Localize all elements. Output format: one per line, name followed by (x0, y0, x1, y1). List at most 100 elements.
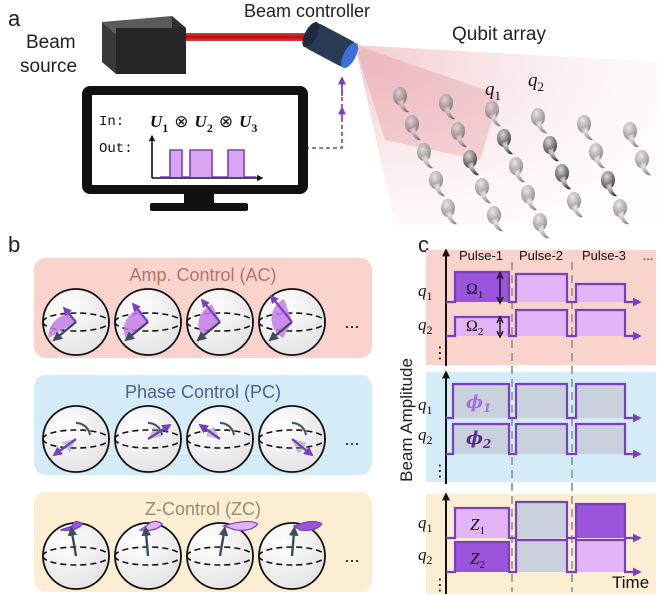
qubit-blob (577, 115, 593, 141)
control-signal-line (305, 80, 343, 149)
phi1-label: ϕ1 (466, 392, 491, 415)
qubit-label: q2 (418, 425, 433, 447)
qubit-array (393, 87, 651, 239)
pulse-trace (446, 270, 642, 307)
bloch-sphere (186, 405, 254, 473)
beam-source-label-line1: Beam (26, 32, 76, 53)
row-title: Amp. Control (AC) (129, 265, 276, 285)
bloch-sphere (186, 520, 259, 590)
pulse-trace (446, 308, 642, 341)
qubit-blob (543, 136, 559, 162)
qubit-blob (601, 171, 617, 197)
pulse (455, 508, 509, 538)
beam-source-box (102, 16, 186, 74)
pulse (576, 284, 625, 302)
qubit-label: q2 (418, 545, 433, 567)
pulse-header: Pulse-2 (519, 248, 563, 263)
laser-beam (186, 33, 314, 41)
pulse (576, 424, 625, 454)
pulse (455, 317, 509, 336)
qubit-blob (451, 122, 467, 148)
qubit-label: q1 (418, 281, 433, 303)
pulse (516, 274, 567, 302)
panel-b: b Amp. Control (AC)...Phase Control (PC)… (8, 232, 372, 592)
qubit-label: q1 (418, 395, 433, 417)
beam-controller (302, 22, 359, 69)
monitor-output-plot (148, 134, 264, 182)
pulse (576, 504, 625, 538)
bloch-sphere (114, 405, 182, 473)
vertical-ellipsis: ⋮ (432, 461, 448, 480)
qubit-blob (475, 178, 491, 204)
z2-label: Z2 (470, 549, 485, 571)
monitor (82, 86, 308, 211)
pulse (453, 424, 509, 454)
qubit-blob (531, 108, 547, 134)
row-title: Z-Control (ZC) (145, 499, 261, 519)
bloch-sphere (258, 288, 326, 356)
vertical-ellipsis: ⋮ (432, 575, 448, 594)
pulse (516, 310, 567, 336)
bloch-sphere (114, 520, 182, 590)
bloch-sphere (42, 520, 110, 590)
qubit-blob (485, 101, 501, 127)
qubit-blob (533, 213, 549, 239)
qubit-blob (497, 129, 513, 155)
pulse (453, 384, 509, 418)
qubit-blob (441, 199, 457, 225)
pulse (576, 384, 625, 418)
x-axis-label: Time (612, 573, 649, 592)
row-ellipsis: ... (344, 546, 359, 566)
qubit-label: q1 (418, 513, 433, 535)
pulse-trace (446, 538, 642, 577)
monitor-unitaries: U1⊗U2⊗U3 (150, 112, 257, 135)
monitor-out-label: Out: (99, 141, 133, 157)
qubit-array-label: Qubit array (452, 24, 546, 45)
panel-a: a Beam source Beam controller Qubit arra… (8, 1, 660, 239)
panel-c: c Beam Amplitude Pulse-1 Pulse-2 Pulse-3..… (397, 232, 656, 594)
pulse (455, 542, 509, 572)
qubit-blob (463, 150, 479, 176)
pulse (576, 310, 625, 336)
z1-label: Z1 (470, 515, 485, 537)
omega2-label: Ω2 (466, 318, 483, 338)
bloch-sphere (258, 520, 326, 590)
row-ellipsis: ... (344, 312, 359, 332)
qubit-blob (487, 206, 503, 232)
row-title: Phase Control (PC) (125, 382, 281, 402)
qubit-blob (429, 171, 445, 197)
qubit-blob (521, 185, 537, 211)
qubit-label: q2 (418, 315, 433, 337)
pulse (576, 540, 625, 572)
qubit-blob (417, 143, 433, 169)
beam-source-label-line2: source (20, 56, 77, 77)
monitor-in-label: In: (99, 114, 124, 130)
qubit-blob (405, 115, 421, 141)
pulse-header-ellipsis: ... (643, 248, 654, 263)
vertical-ellipsis: ⋮ (432, 343, 448, 362)
pulse-trace (446, 422, 642, 459)
panel-label-a: a (8, 6, 21, 31)
qubit-q1-label: q1 (485, 79, 501, 103)
phi2-label: ϕ2 (466, 428, 491, 451)
y-axis-label: Beam Amplitude (397, 358, 416, 482)
qubit-blob (555, 164, 571, 190)
pulse (516, 502, 567, 538)
panel-label-c: c (418, 232, 429, 257)
bloch-sphere (42, 288, 110, 356)
omega1-label: Ω1 (466, 281, 483, 301)
qubit-blob (613, 199, 629, 225)
qubit-blob (509, 157, 525, 183)
qubit-blob (635, 150, 651, 176)
pulse-header: Pulse-1 (459, 248, 503, 263)
qubit-blob (567, 192, 583, 218)
qubit-q2-label: q2 (528, 70, 544, 94)
control-row-ac: Amp. Control (AC)... (34, 258, 372, 358)
row-ellipsis: ... (344, 429, 359, 449)
pulse-header: Pulse-3 (582, 248, 626, 263)
pulse (516, 540, 567, 572)
bloch-sphere (258, 405, 326, 473)
beam-controller-label: Beam controller (244, 1, 370, 21)
control-row-zc: Z-Control (ZC)... (34, 492, 372, 592)
